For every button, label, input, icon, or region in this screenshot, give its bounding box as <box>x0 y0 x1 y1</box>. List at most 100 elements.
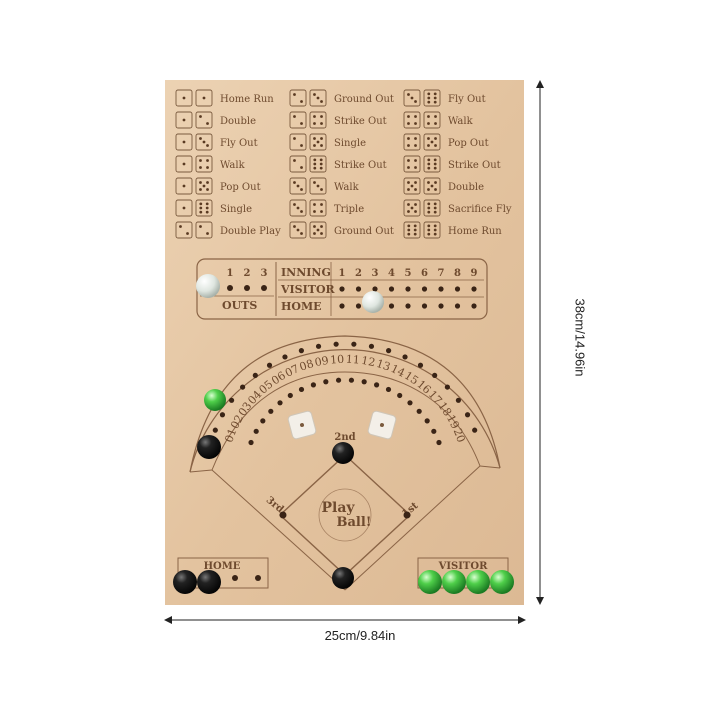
left-foul-line <box>211 469 346 591</box>
arc-inner-hole[interactable] <box>260 418 266 424</box>
dice-result-label: Walk <box>220 160 246 171</box>
white-die[interactable] <box>287 410 317 440</box>
arc-outer-hole[interactable] <box>298 348 304 354</box>
arc-inner-hole[interactable] <box>424 418 430 424</box>
arc-inner-hole[interactable] <box>323 379 329 385</box>
black-marble[interactable] <box>332 442 354 464</box>
inning-number: 8 <box>454 268 461 279</box>
arc-inner-hole[interactable] <box>373 382 380 388</box>
arc-outer-hole[interactable] <box>212 427 218 433</box>
arc-outer-hole[interactable] <box>228 397 235 403</box>
arc-inner-hole[interactable] <box>385 386 392 393</box>
arc-outer-hole[interactable] <box>333 341 339 347</box>
arc-inner-hole[interactable] <box>436 439 442 446</box>
visitor-inning-hole[interactable] <box>339 286 345 292</box>
visitor-inning-hole[interactable] <box>454 286 461 292</box>
home-inning-hole[interactable] <box>388 303 395 309</box>
arc-inner-hole[interactable] <box>310 382 317 388</box>
die-face-icon <box>309 111 327 129</box>
arc-inner-hole[interactable] <box>248 439 254 446</box>
height-dimension-label: 38cm/14.96in <box>572 298 588 377</box>
die-face-icon <box>309 221 327 239</box>
arc-outer-hole[interactable] <box>351 341 357 347</box>
arc-outer-hole[interactable] <box>219 412 226 418</box>
arc-outer-hole[interactable] <box>417 362 424 368</box>
arc-outer-hole[interactable] <box>402 354 408 360</box>
visitor-inning-hole[interactable] <box>388 286 395 292</box>
home-inning-hole[interactable] <box>471 303 477 309</box>
black-marble[interactable] <box>332 567 354 589</box>
arc-outer-hole[interactable] <box>444 384 450 390</box>
arc-outer-hole[interactable] <box>472 427 478 433</box>
home-score-hole <box>255 575 261 581</box>
arc-outer-hole[interactable] <box>252 372 258 378</box>
home-inning-hole[interactable] <box>339 303 345 309</box>
home-inning-hole[interactable] <box>438 303 444 309</box>
arc-outer-hole[interactable] <box>432 372 438 378</box>
arc-inner-hole[interactable] <box>407 400 413 406</box>
out-peg-hole[interactable] <box>244 285 250 291</box>
visitor-inning-hole[interactable] <box>372 286 378 292</box>
arc-inner-hole[interactable] <box>287 392 293 399</box>
arc-outer-hole[interactable] <box>464 412 471 418</box>
arc-number: 13 <box>375 357 392 374</box>
home-inning-hole[interactable] <box>405 303 411 309</box>
arc-number: 09 <box>314 354 330 369</box>
white-marble[interactable] <box>196 274 220 298</box>
green-marble[interactable] <box>204 389 226 411</box>
dice-result-label: Home Run <box>220 94 274 105</box>
black-marble[interactable] <box>173 570 197 594</box>
visitor-inning-hole[interactable] <box>471 286 477 292</box>
arc-outer-hole[interactable] <box>368 343 375 349</box>
arc-inner-hole[interactable] <box>416 408 422 414</box>
visitor-inning-hole[interactable] <box>405 286 411 292</box>
die-face-icon <box>423 177 441 195</box>
green-marble[interactable] <box>466 570 490 594</box>
arc-inner-hole[interactable] <box>268 408 274 414</box>
white-die[interactable] <box>367 410 397 440</box>
out-peg-hole[interactable] <box>227 285 233 291</box>
arc-outer-hole[interactable] <box>240 384 246 390</box>
arc-inner-hole[interactable] <box>397 392 403 399</box>
dice-result-label: Strike Out <box>334 160 387 171</box>
white-marble[interactable] <box>362 291 384 313</box>
out-peg-hole[interactable] <box>261 285 267 291</box>
dice-chart-row: Sacrifice Fly <box>403 199 512 217</box>
arc-number: 14 <box>389 362 407 380</box>
dice-result-label: Double <box>220 116 256 127</box>
arc-number: 02 <box>228 413 246 431</box>
arc-number: 08 <box>298 357 315 374</box>
black-marble[interactable] <box>197 570 221 594</box>
arc-inner-hole[interactable] <box>277 400 283 406</box>
die-face-icon <box>309 199 327 217</box>
arc-inner-hole[interactable] <box>298 386 305 393</box>
home-box-label: HOME <box>204 561 241 572</box>
black-marble[interactable] <box>197 435 221 459</box>
home-inning-hole[interactable] <box>355 303 362 309</box>
dice-chart-row: Walk <box>403 111 474 129</box>
arc-outer-hole[interactable] <box>282 354 288 360</box>
arc-inner-hole[interactable] <box>335 377 342 383</box>
arc-inner-hole[interactable] <box>361 379 367 385</box>
visitor-inning-hole[interactable] <box>421 286 428 292</box>
arc-inner-hole[interactable] <box>348 377 355 383</box>
arc-inner-hole[interactable] <box>431 428 437 434</box>
visitor-inning-hole[interactable] <box>355 286 362 292</box>
die-face-icon <box>309 89 327 107</box>
green-marble[interactable] <box>490 570 514 594</box>
green-marble[interactable] <box>418 570 442 594</box>
arc-number: 01 <box>222 427 239 445</box>
dice-result-label: Fly Out <box>220 138 258 149</box>
arc-outer-hole[interactable] <box>386 348 392 354</box>
home-inning-hole[interactable] <box>421 303 428 309</box>
dice-result-label: Pop Out <box>220 182 261 193</box>
green-marble[interactable] <box>442 570 466 594</box>
arc-outer-hole[interactable] <box>266 362 273 368</box>
die-face-icon <box>175 111 193 129</box>
dice-chart-row: Strike Out <box>289 111 387 129</box>
visitor-inning-hole[interactable] <box>438 286 444 292</box>
arc-outer-hole[interactable] <box>315 343 322 349</box>
home-inning-hole[interactable] <box>454 303 461 309</box>
arc-inner-hole[interactable] <box>253 428 259 434</box>
arc-outer-hole[interactable] <box>455 397 462 403</box>
